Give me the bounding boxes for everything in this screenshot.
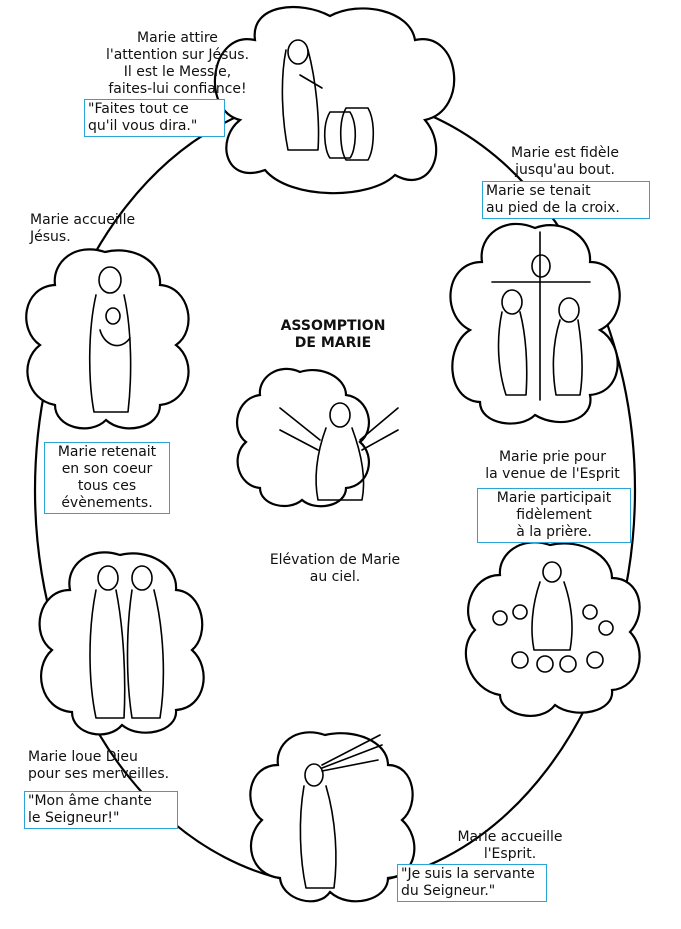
center-caption: Elévation de Marie au ciel.: [269, 552, 401, 585]
cana-quote: "Faites tout ce qu'il vous dira.": [84, 99, 225, 137]
annunciation-scene: [299, 734, 383, 889]
frame-pentecote: [464, 541, 641, 717]
cana-text: Marie attire l'attention sur Jésus. Il e…: [105, 30, 250, 97]
nativity-scene: [88, 266, 132, 413]
assumption-scene: [279, 402, 399, 501]
mary-figure-cana: [281, 39, 323, 151]
pentecost-scene: [492, 561, 614, 673]
nativite-text: Marie accueille Jésus.: [30, 212, 136, 245]
croix-text: Marie est fidèle jusqu'au bout.: [510, 145, 620, 178]
annonciation-text: Marie accueille l'Esprit.: [457, 829, 563, 862]
visitation-scene: [89, 565, 165, 719]
annonciation-quote: "Je suis la servante du Seigneur.": [397, 864, 547, 902]
water-jars: [323, 107, 375, 161]
frame-nativite: [25, 248, 190, 430]
frame-assomption: [236, 367, 370, 508]
frame-croix: [449, 222, 621, 425]
visitation-quote: "Mon âme chante le Seigneur!": [24, 791, 178, 829]
pentecote-quote: Marie participait fidèlement à la prière…: [477, 488, 631, 543]
cross-scene: [491, 231, 591, 401]
frame-visitation: [38, 551, 205, 736]
center-title: ASSOMPTION DE MARIE: [280, 318, 386, 351]
pentecote-text: Marie prie pour la venue de l'Esprit: [485, 449, 620, 482]
croix-quote: Marie se tenait au pied de la croix.: [482, 181, 650, 219]
frame-cana: [213, 5, 456, 195]
nativite-quote: Marie retenait en son coeur tous ces évè…: [44, 442, 170, 514]
visitation-text: Marie loue Dieu pour ses merveilles.: [28, 749, 170, 782]
